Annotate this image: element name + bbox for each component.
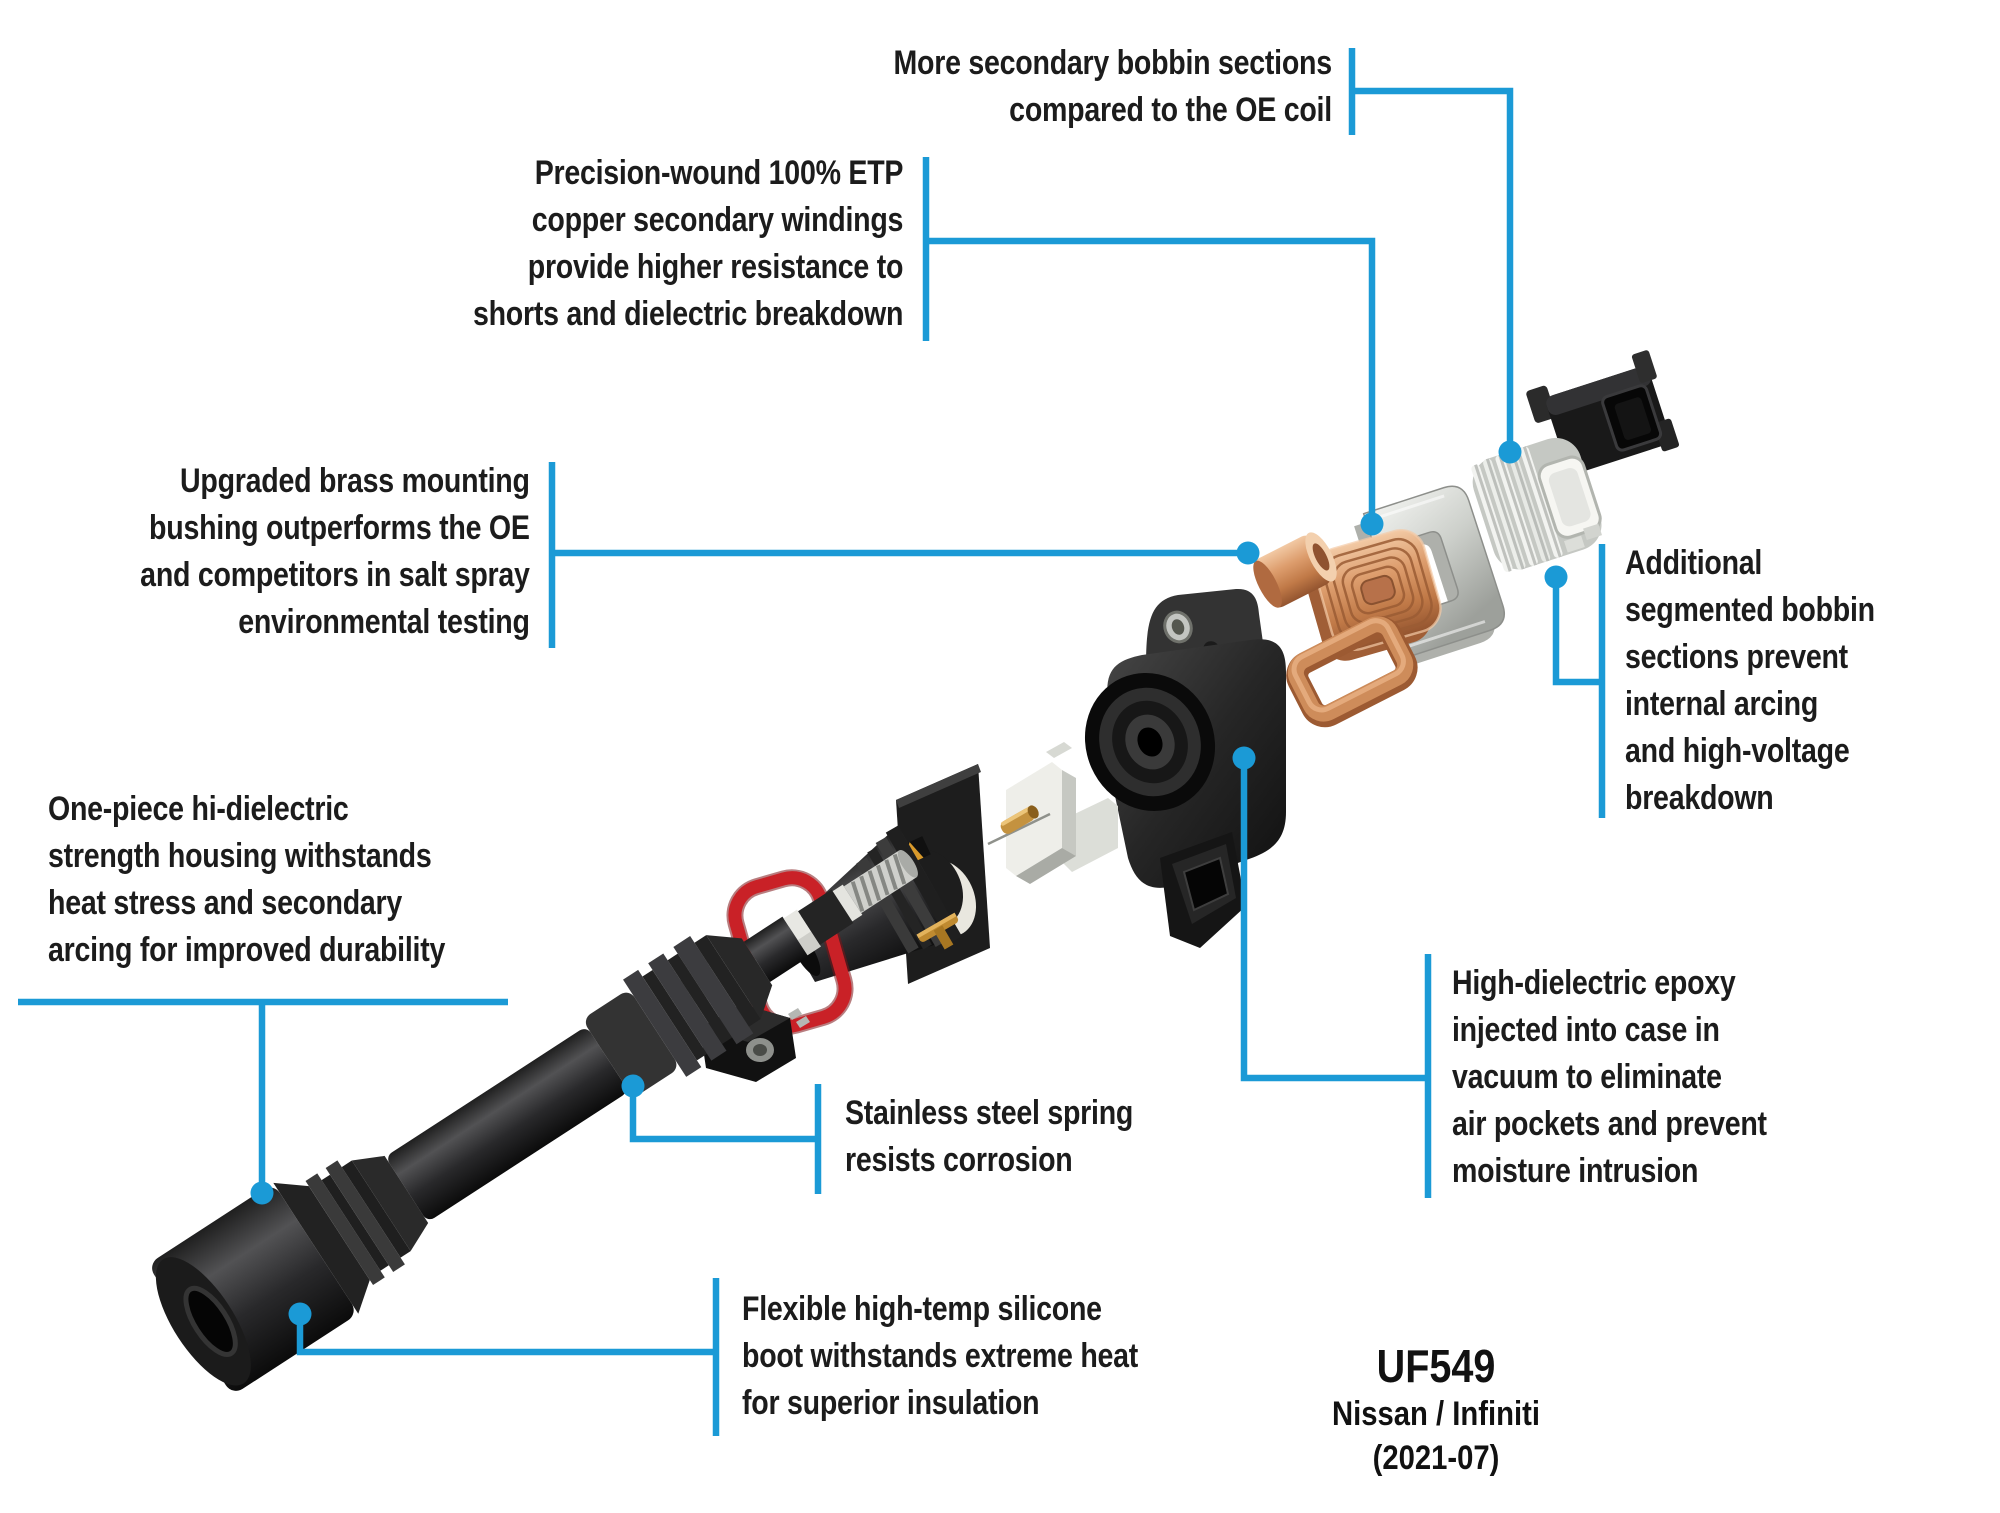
boot-part (152, 849, 918, 1391)
callout-more-bobbin-label: More secondary bobbin sections compared … (893, 44, 1333, 129)
part-number: UF549 (1376, 1340, 1496, 1392)
callout-line-more-bobbin (1348, 48, 1522, 464)
terminal-pin (916, 912, 959, 950)
callout-line-spring (621, 1074, 822, 1194)
coil-case-part (1084, 588, 1286, 948)
callout-spring-label: Stainless steel spring resists corrosion (845, 1094, 1134, 1179)
callout-line-housing (18, 998, 508, 1205)
brass-pin (1000, 805, 1039, 834)
callout-line-brass-bushing (548, 462, 1260, 648)
callout-line-precision-windings (922, 157, 1384, 536)
callout-bobbin-sections-label: Additional segmented bobbin sections pre… (1625, 544, 1875, 817)
part-identification: UF549 Nissan / Infiniti (2021-07) (1264, 1340, 1608, 1480)
part-date-range: (2021-07) (1372, 1439, 1500, 1477)
bracket-part (987, 742, 1118, 884)
connector-part (1526, 350, 1680, 480)
copper-strap (1286, 615, 1418, 728)
part-application: Nissan / Infiniti (1332, 1395, 1540, 1433)
callout-line-boot (288, 1278, 720, 1436)
callout-precision-windings-label: Precision-wound 100% ETP copper secondar… (472, 154, 903, 333)
callout-line-epoxy (1232, 746, 1432, 1198)
callout-housing-label: One-piece hi-dielectric strength housing… (48, 790, 446, 969)
callout-boot-label: Flexible high-temp silicone boot withsta… (742, 1290, 1139, 1422)
callout-brass-bushing-label: Upgraded brass mounting bushing outperfo… (140, 462, 531, 641)
callout-epoxy-label: High-dielectric epoxy injected into case… (1452, 964, 1767, 1190)
brass-bushing-part (1253, 532, 1337, 608)
spring-part (783, 849, 918, 956)
bobbin-part (1471, 437, 1603, 572)
callout-line-bobbin-sections (1544, 544, 1606, 818)
